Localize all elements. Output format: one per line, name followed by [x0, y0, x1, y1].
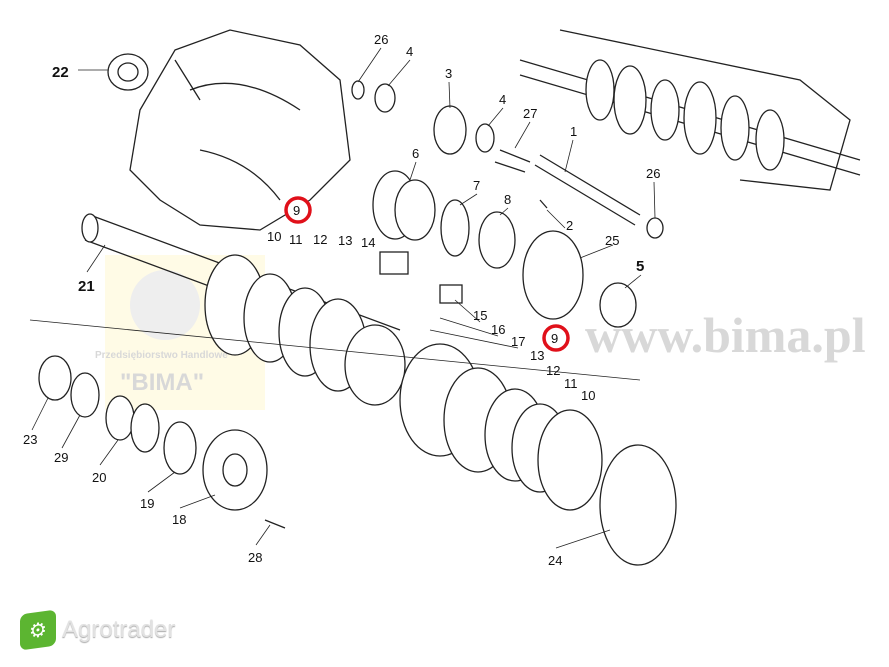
label-19: 19 [140, 496, 154, 511]
gear-10b [537, 409, 603, 511]
watermark-logo-icon [130, 270, 200, 340]
label-3: 3 [445, 66, 452, 81]
bearing-22-inner [117, 62, 139, 82]
label-26b: 26 [646, 166, 660, 181]
gear-24 [599, 444, 677, 566]
label-5: 5 [636, 258, 644, 275]
shaft-end [81, 213, 99, 243]
label-12b: 12 [546, 363, 560, 378]
watermark-company-line: Przedsiębiorstwo Handlowe [95, 350, 228, 361]
label-7: 7 [473, 178, 480, 193]
tractor-icon: ⚙ [20, 609, 56, 651]
brand-name: Agrotrader [62, 616, 176, 643]
gear-20b [130, 403, 160, 453]
shaft-1 [534, 154, 641, 226]
bearing-8 [478, 211, 516, 269]
agrotrader-logo: ⚙ Agrotrader [20, 609, 176, 651]
label-4b: 4 [499, 92, 506, 107]
assembled-gearbox-illustration [519, 29, 861, 191]
key-15 [439, 284, 463, 304]
hub [344, 324, 406, 406]
label-1: 1 [570, 124, 577, 139]
bearing-22 [107, 53, 149, 91]
gear-6-rear [394, 179, 436, 241]
label-11b: 11 [564, 376, 578, 391]
label-2: 2 [566, 218, 573, 233]
label-15: 15 [473, 308, 487, 323]
watermark-company-name: "BIMA" [120, 369, 204, 396]
label-23: 23 [23, 432, 37, 447]
gearbox-housing [129, 29, 351, 231]
label-28: 28 [248, 550, 262, 565]
label-12: 12 [313, 232, 327, 247]
label-22: 22 [52, 64, 69, 81]
bearing-23 [38, 355, 72, 401]
key-14 [379, 251, 409, 275]
label-13: 13 [338, 233, 352, 248]
label-9a: 9 [293, 203, 300, 218]
label-10: 10 [267, 229, 281, 244]
cover-18 [202, 429, 268, 511]
highlight-circle-9a [284, 196, 312, 224]
bearing-4b [475, 123, 495, 153]
bolt-28 [264, 519, 286, 529]
bushing-5 [599, 282, 637, 328]
gear-3 [433, 105, 467, 155]
label-14: 14 [361, 235, 375, 250]
label-4: 4 [406, 44, 413, 59]
label-26: 26 [374, 32, 388, 47]
label-29: 29 [54, 450, 68, 465]
label-13b: 13 [530, 348, 544, 363]
cover-18-hole [222, 453, 248, 487]
gear-25 [522, 230, 584, 320]
label-21: 21 [78, 278, 95, 295]
label-6: 6 [412, 146, 419, 161]
label-11: 11 [289, 232, 303, 247]
leader-lines [29, 47, 656, 549]
label-24: 24 [548, 553, 562, 568]
label-18: 18 [172, 512, 186, 527]
washer-7 [440, 199, 470, 257]
washer-26b [646, 217, 664, 239]
label-9b: 9 [551, 331, 558, 346]
label-16: 16 [491, 322, 505, 337]
label-20: 20 [92, 470, 106, 485]
highlight-circle-9b [542, 324, 570, 352]
washer-26 [351, 80, 365, 100]
label-17: 17 [511, 334, 525, 349]
washer-29 [70, 372, 100, 418]
sleeve-27 [494, 149, 531, 173]
ring-19 [163, 421, 197, 475]
label-10b: 10 [581, 388, 595, 403]
bolt-2 [539, 199, 548, 209]
label-27: 27 [523, 106, 537, 121]
housing-detail [174, 59, 301, 201]
gear-20 [105, 395, 135, 441]
label-25: 25 [605, 233, 619, 248]
label-8: 8 [504, 192, 511, 207]
bearing-4 [374, 83, 396, 113]
